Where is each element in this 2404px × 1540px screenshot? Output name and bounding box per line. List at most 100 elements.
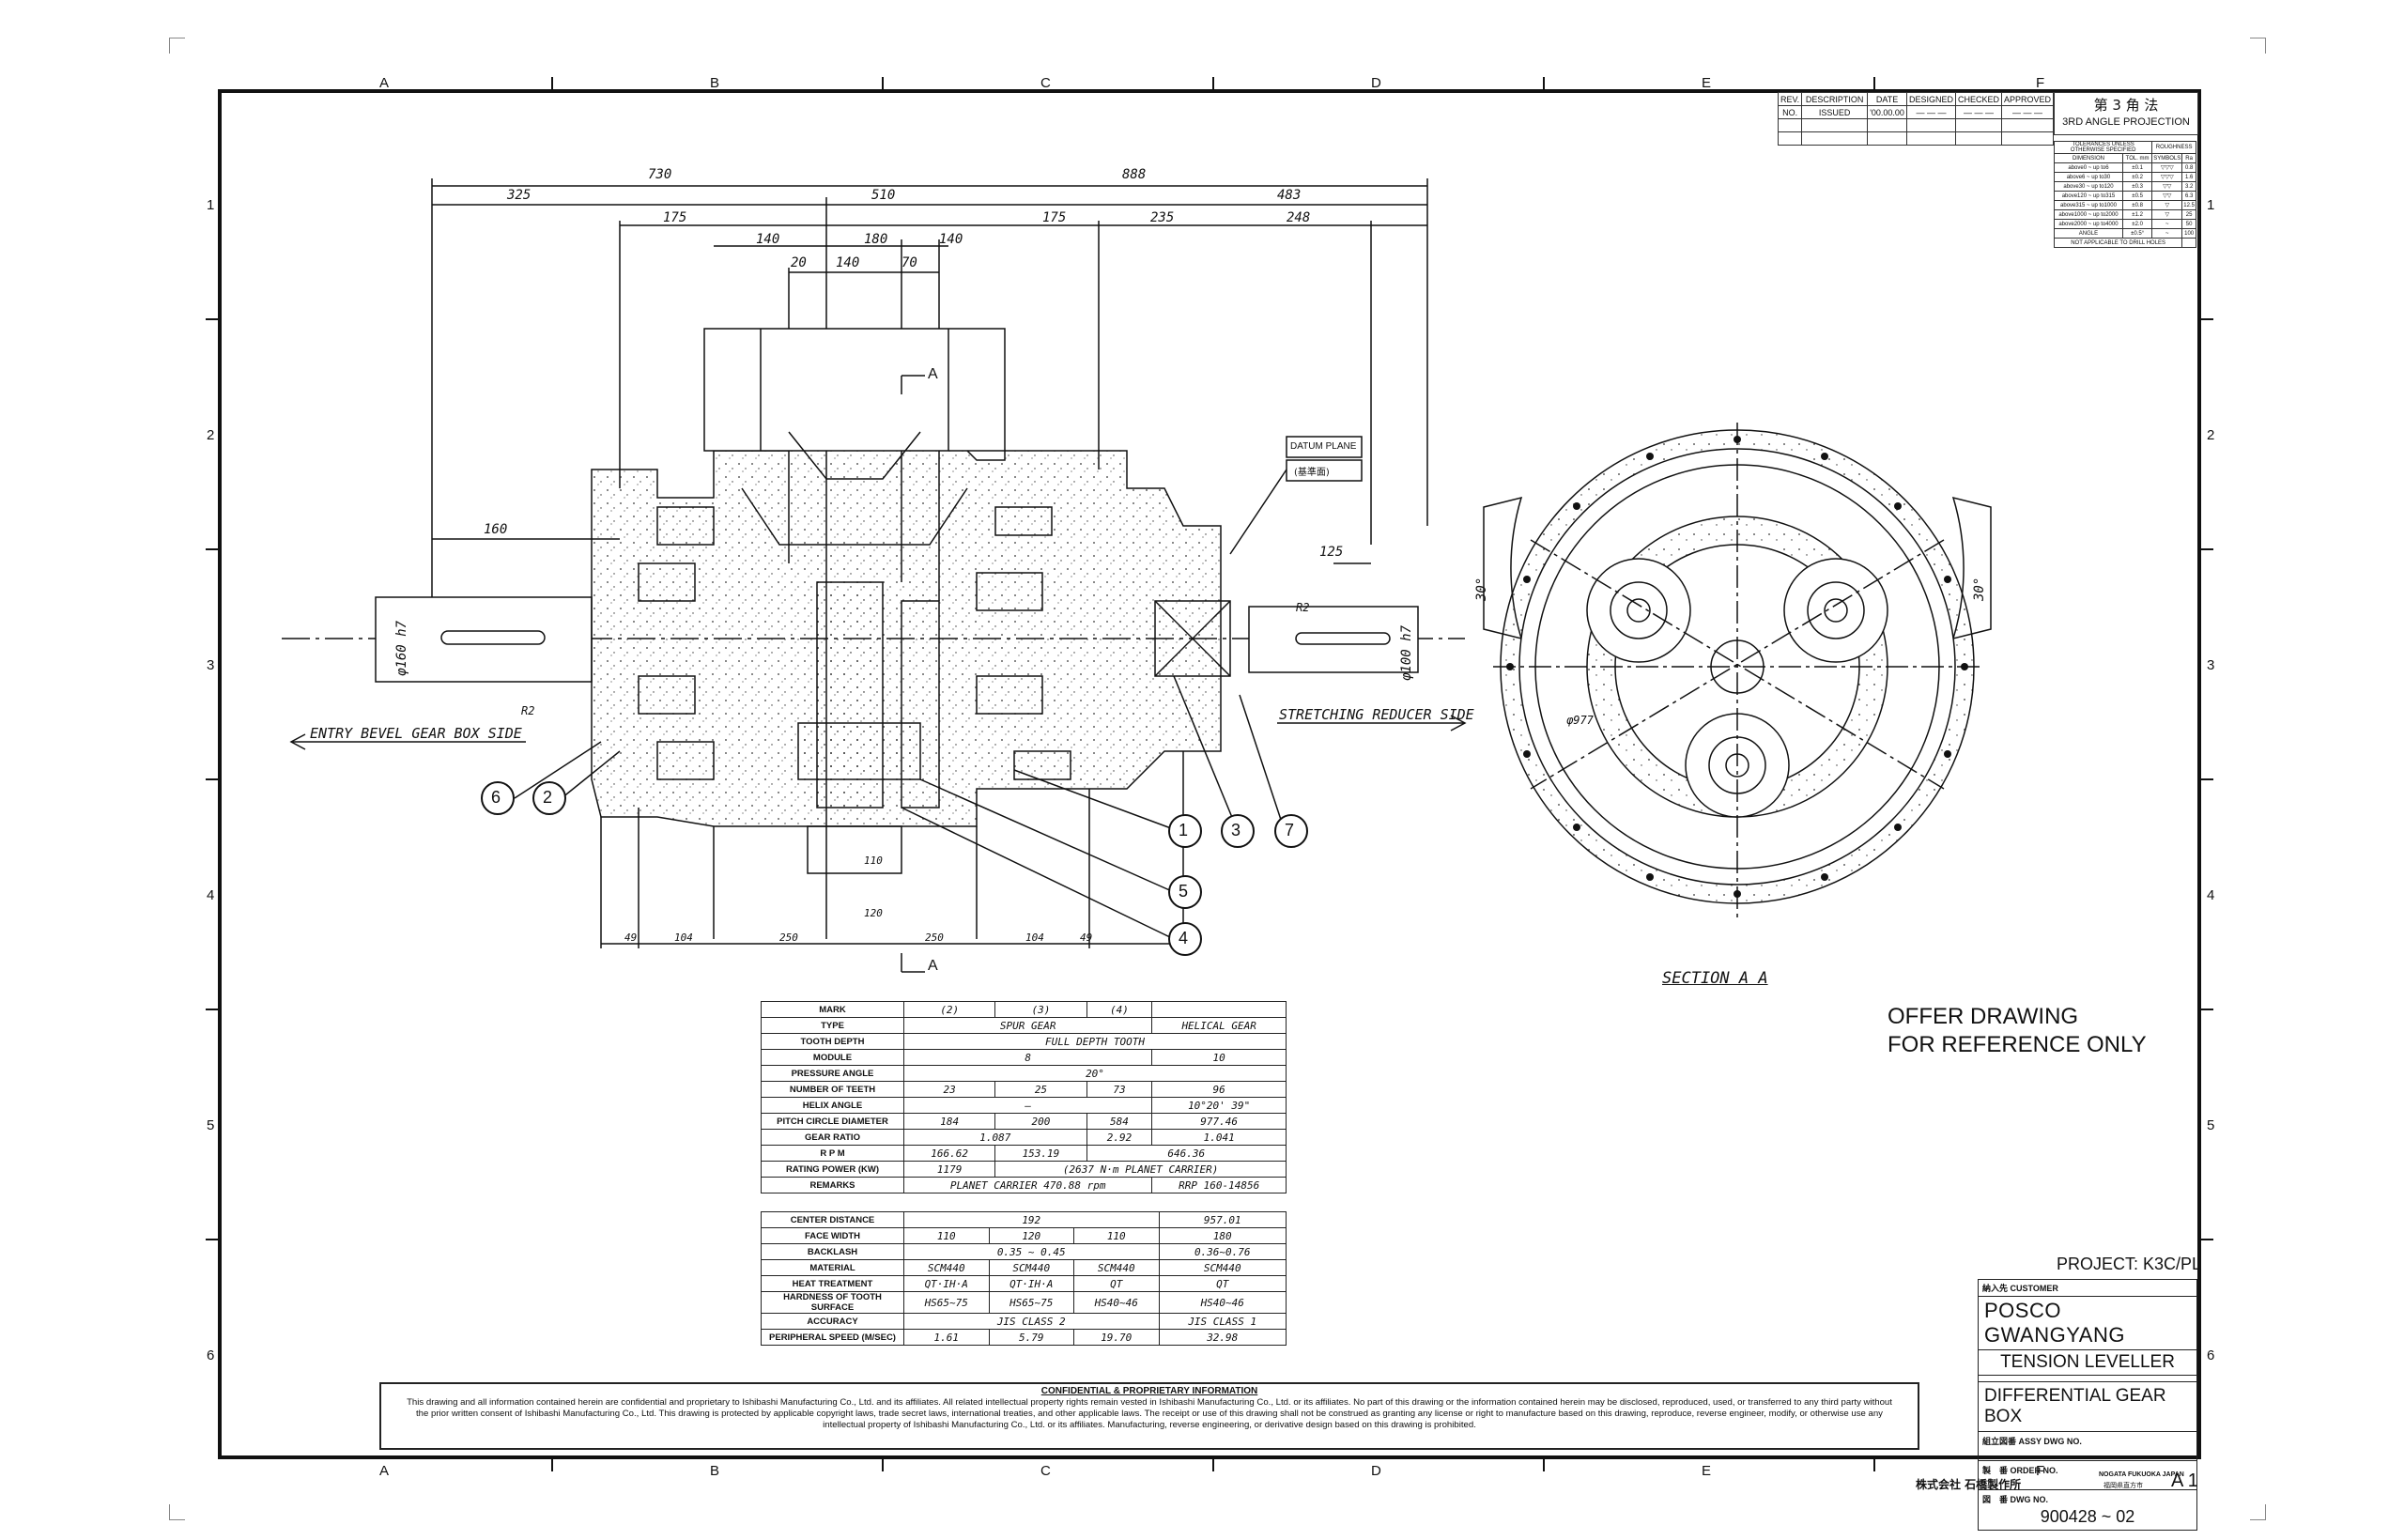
zone-col-b: B (710, 75, 720, 91)
dim-175-left: 175 (663, 210, 687, 225)
gear-cell: SCM440 (903, 1259, 990, 1276)
bubble-3-label: 3 (1231, 821, 1241, 839)
dim-104-left: 104 (674, 932, 693, 944)
dim-888: 888 (1122, 167, 1147, 182)
gear-mark-3: (3) (994, 1001, 1087, 1018)
zone-row-5: 5 (207, 1117, 215, 1133)
dim-325: 325 (507, 188, 532, 203)
dim-110: 110 (864, 855, 883, 867)
zone-row-6: 6 (207, 1348, 215, 1363)
zone-row-1-right: 1 (2207, 197, 2215, 213)
table-row: RATING POWER (KW)1179(2637 N·m PLANET CA… (761, 1161, 1287, 1178)
tolerance-table: TOLERANCES UNLESS OTHERWISE SPECIFIED RO… (2053, 141, 2196, 248)
gear-row-label: HEAT TREATMENT (761, 1275, 904, 1292)
gear-cell: FULL DEPTH TOOTH (903, 1033, 1287, 1050)
gear-row-label: REMARKS (761, 1177, 904, 1194)
dim-140-c: 140 (836, 255, 860, 270)
gear-cell: SCM440 (988, 1259, 1074, 1276)
zone-col-f-bottom: F (2036, 1463, 2045, 1479)
dim-510: 510 (871, 188, 896, 203)
table-row: HELIX ANGLE—10°20' 39" (761, 1097, 1287, 1114)
offer-line-1: OFFER DRAWING (1888, 1004, 2079, 1029)
gear-row-label: HELIX ANGLE (761, 1097, 904, 1114)
zone-col-c: C (1040, 75, 1051, 91)
section-arrow-bottom: A (928, 958, 938, 974)
gear-cell: 1.041 (1151, 1129, 1287, 1146)
bubble-1-label: 1 (1179, 821, 1189, 839)
zone-row-5-right: 5 (2207, 1117, 2215, 1133)
projection-box: 第 3 角 法 3RD ANGLE PROJECTION (2054, 92, 2198, 135)
dim-20: 20 (791, 255, 807, 270)
bubble-4-label: 4 (1179, 929, 1189, 947)
equipment-name: TENSION LEVELLER (1979, 1350, 2196, 1376)
gear-cell: 0.36~0.76 (1158, 1243, 1287, 1260)
gear-cell: 32.98 (1158, 1329, 1287, 1346)
dim-120: 120 (864, 907, 883, 919)
gear-cell: 200 (994, 1113, 1087, 1130)
gear-cell: 25 (994, 1081, 1087, 1098)
gear-cell: HS65~75 (988, 1291, 1074, 1314)
sheet-size: A 1 (2171, 1471, 2198, 1491)
gear-cell: 19.70 (1073, 1329, 1160, 1346)
dim-235: 235 (1150, 210, 1175, 225)
dim-125: 125 (1319, 545, 1344, 560)
tol-footer: NOT APPLICABLE TO DRILL HOLES (2053, 238, 2183, 248)
zone-col-e: E (1702, 75, 1712, 91)
gear-cell: 20° (903, 1065, 1287, 1082)
assy-label: 組立図番 ASSY DWG NO. (1979, 1432, 2196, 1461)
gear-cell: RRP 160-14856 (1151, 1177, 1287, 1194)
gear-cell: QT (1073, 1275, 1160, 1292)
section-aa-view (1483, 423, 1992, 920)
gear-cell: 166.62 (902, 1145, 996, 1162)
gear-cell: 110 (903, 1227, 990, 1244)
bubble-4 (1168, 922, 1202, 956)
dim-180: 180 (864, 232, 888, 247)
confidential-box: CONFIDENTIAL & PROPRIETARY INFORMATION T… (379, 1382, 1919, 1450)
dim-r2-right: R2 (1296, 601, 1310, 614)
gear-row-label: ACCURACY (761, 1313, 904, 1330)
gear-cell: HELICAL GEAR (1151, 1017, 1287, 1034)
dim-250-left: 250 (779, 932, 798, 944)
entry-side-label: ENTRY BEVEL GEAR BOX SIDE (310, 725, 522, 742)
gear-cell: HS65~75 (903, 1291, 990, 1314)
dim-248: 248 (1287, 210, 1311, 225)
bubble-6 (481, 781, 515, 815)
datum-plane-label: DATUM PLANE (1290, 441, 1357, 452)
bubble-7-label: 7 (1285, 821, 1295, 839)
gear-cell: SCM440 (1158, 1259, 1287, 1276)
datum-plane-sub: (基準面) (1294, 468, 1330, 478)
stretch-side-label: STRETCHING REDUCER SIDE (1279, 706, 1474, 723)
gear-cell: PLANET CARRIER 470.88 rpm (902, 1177, 1153, 1194)
bubble-7 (1274, 814, 1308, 848)
zone-row-4: 4 (207, 887, 215, 903)
dim-483: 483 (1277, 188, 1302, 203)
gear-cell: 1.087 (903, 1129, 1087, 1146)
title-block: 納入先 CUSTOMER POSCO GWANGYANG TENSION LEV… (1978, 1279, 2197, 1531)
company-name: 株式会社 石橋製作所 (1916, 1478, 2022, 1491)
gear-cell: 977.46 (1151, 1113, 1287, 1130)
dwg-number: 900428 ~ 02 (2040, 1507, 2135, 1526)
gear-row-label: TOOTH DEPTH (761, 1033, 904, 1050)
zone-col-d: D (1371, 75, 1381, 91)
gear-cell: 646.36 (1086, 1145, 1287, 1162)
gear-cell: 584 (1086, 1113, 1153, 1130)
gear-cell: 2.92 (1086, 1129, 1153, 1146)
table-row: MARK (2) (3) (4) (761, 1001, 1287, 1018)
dim-140-b: 140 (939, 232, 963, 247)
zone-col-f: F (2036, 75, 2045, 91)
bubble-2 (532, 781, 566, 815)
zone-col-a: A (379, 75, 390, 91)
drawing-frame (218, 89, 2201, 1459)
gear-cell: JIS CLASS 1 (1158, 1313, 1287, 1330)
zone-row-2: 2 (207, 427, 215, 443)
project-label: PROJECT: K3C/PL (2057, 1255, 2202, 1273)
